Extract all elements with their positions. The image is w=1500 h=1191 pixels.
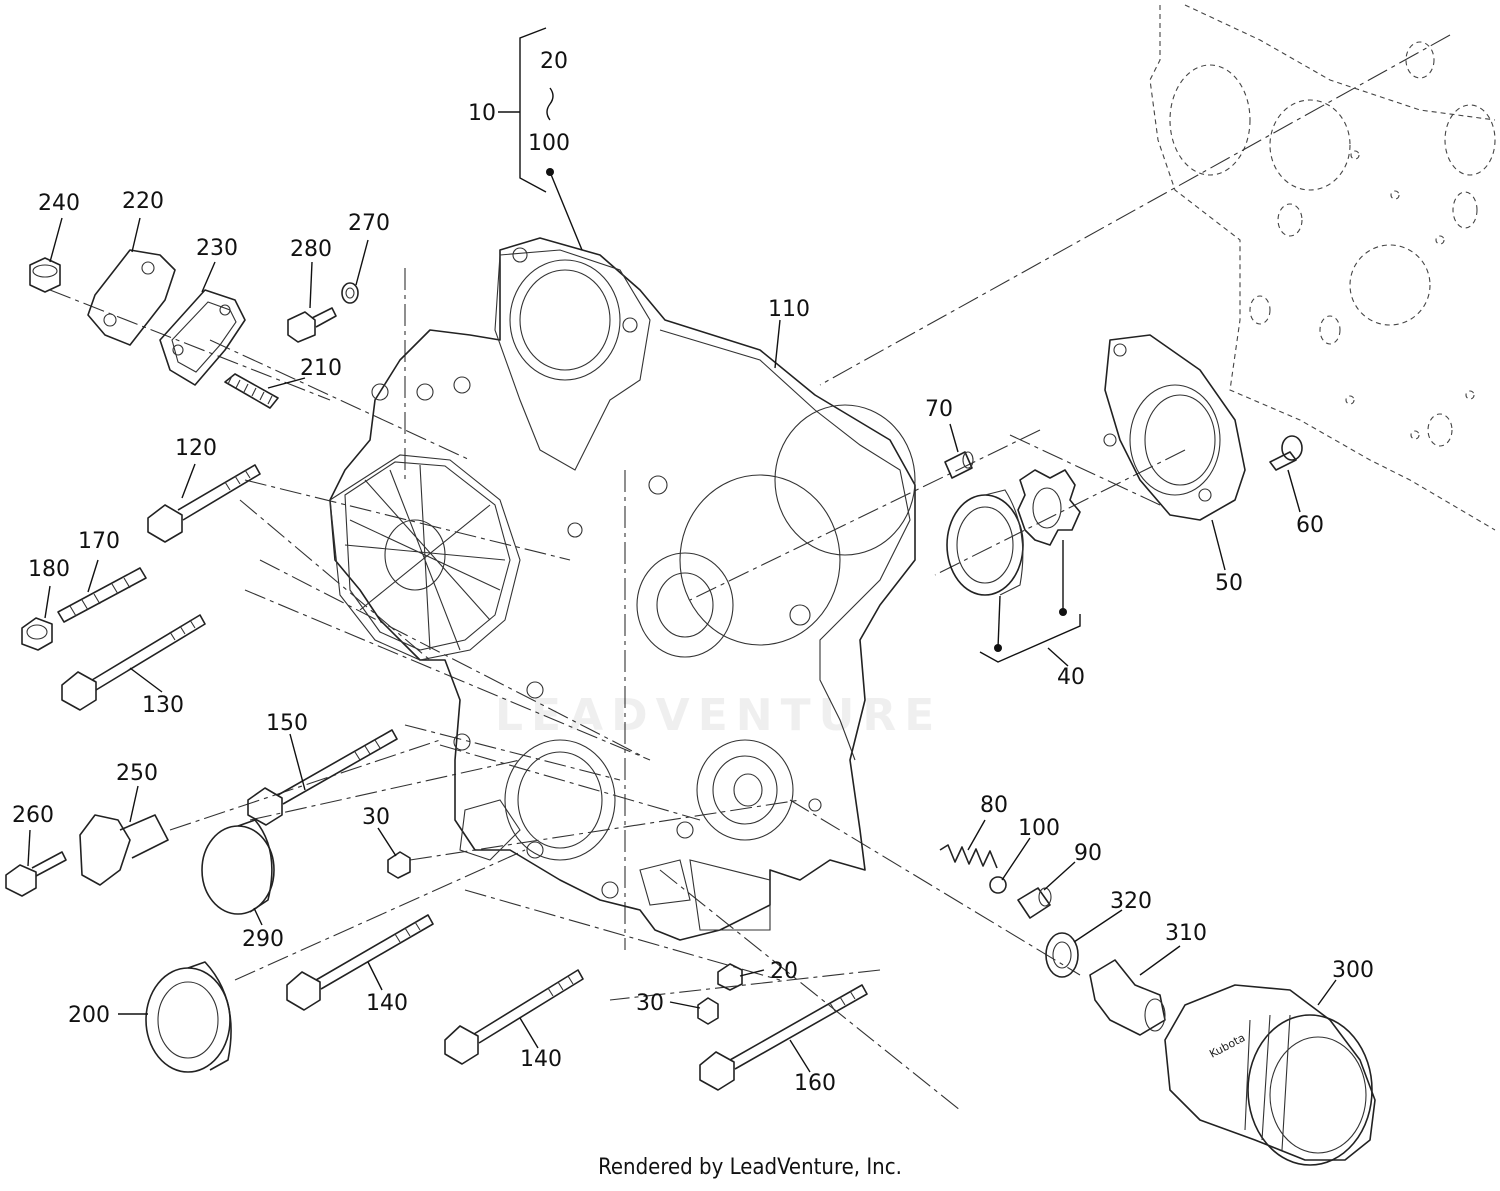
pump-rotor-outer-40 [946, 489, 1024, 596]
nut-240 [29, 257, 61, 293]
bolt-280 [287, 307, 337, 343]
callout-20-group: 20 [540, 49, 568, 74]
plug-30-left [387, 851, 411, 879]
stud-170 [57, 567, 147, 623]
callout-290: 290 [242, 927, 284, 952]
callout-270: 270 [348, 211, 390, 236]
callout-120: 120 [175, 436, 217, 461]
pump-rotor-inner-40 [1017, 469, 1081, 546]
nut-180 [21, 617, 53, 651]
washer-270 [341, 282, 359, 304]
callout-110: 110 [768, 297, 810, 322]
callout-130: 130 [142, 693, 184, 718]
callout-30-bottom: 30 [636, 991, 664, 1016]
callout-240: 240 [38, 191, 80, 216]
callout-200: 200 [68, 1003, 110, 1028]
engine-block-ghost [1149, 4, 1496, 531]
callout-150: 150 [266, 711, 308, 736]
callout-300: 300 [1332, 958, 1374, 983]
callout-140-upper: 140 [366, 991, 408, 1016]
callout-100-group: 100 [528, 131, 570, 156]
callout-230: 230 [196, 236, 238, 261]
spring-80 [939, 844, 998, 869]
bolt-140-lower [444, 969, 584, 1065]
watermark: LEADVENTURE [495, 690, 943, 741]
callout-210: 210 [300, 356, 342, 381]
callout-220: 220 [122, 189, 164, 214]
render-credit: Rendered by LeadVenture, Inc. [598, 1155, 902, 1180]
callout-100: 100 [1018, 816, 1060, 841]
callout-50: 50 [1215, 571, 1243, 596]
callout-40: 40 [1057, 665, 1085, 690]
gasket-230 [159, 289, 246, 386]
leader-lines [27, 27, 1337, 1073]
callout-60: 60 [1296, 513, 1324, 538]
bolt-130 [61, 614, 206, 711]
sensor-250 [79, 814, 169, 886]
callout-80: 80 [980, 793, 1008, 818]
bolt-160 [699, 984, 868, 1091]
bolt-120 [147, 464, 261, 543]
dowel-70 [944, 451, 974, 479]
callout-140-lower: 140 [520, 1047, 562, 1072]
nipple-310 [1089, 959, 1166, 1036]
plugs-20-30-bottom [697, 963, 743, 1025]
oil-seal-200 [145, 961, 232, 1073]
plunger-90 [1017, 887, 1052, 919]
pump-cover-50 [1103, 334, 1246, 521]
gear-case-110 [329, 237, 916, 941]
callout-30-left: 30 [362, 805, 390, 830]
callout-90: 90 [1074, 841, 1102, 866]
oil-filter-brand: Kubota [1207, 1031, 1247, 1061]
callout-10: 10 [468, 101, 496, 126]
bolt-60 [1269, 435, 1303, 471]
callout-250: 250 [116, 761, 158, 786]
callout-20: 20 [770, 959, 798, 984]
callout-numbers: 10 20 100 240 220 230 280 270 210 120 17… [12, 49, 1374, 1096]
bolt-150 [247, 729, 398, 826]
callout-280: 280 [290, 237, 332, 262]
callout-170: 170 [78, 529, 120, 554]
gasket-320 [1045, 932, 1079, 978]
ball-100 [989, 876, 1007, 894]
stud-210 [224, 373, 279, 409]
callout-180: 180 [28, 557, 70, 582]
callout-160: 160 [794, 1071, 836, 1096]
callout-310: 310 [1165, 921, 1207, 946]
callout-320: 320 [1110, 889, 1152, 914]
callout-260: 260 [12, 803, 54, 828]
bolt-140-upper [286, 914, 434, 1011]
plug-290 [201, 819, 275, 915]
oil-filter-300: Kubota [1164, 984, 1376, 1166]
cover-plate-220 [87, 249, 176, 346]
callout-70: 70 [925, 397, 953, 422]
bolt-260 [5, 851, 67, 897]
